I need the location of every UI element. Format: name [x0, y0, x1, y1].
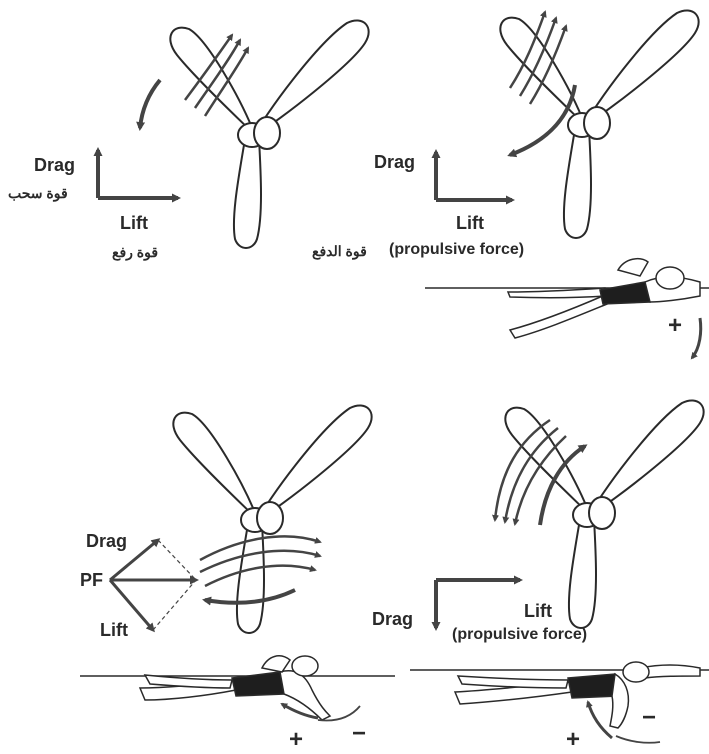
plus-sign: +: [668, 314, 682, 338]
drag-arabic-label: قوة سحب: [8, 186, 68, 200]
swimmer-bottom-right: [410, 662, 709, 743]
swimmer-bottom-left: [80, 656, 395, 721]
swimmer-head: [656, 267, 684, 289]
propeller-blade-bottom-right: [505, 400, 703, 628]
top-right-panel: [425, 10, 709, 358]
swimmer-head: [623, 662, 649, 682]
drag-label: Drag: [86, 532, 127, 550]
swimmer-top-right: [425, 259, 709, 358]
bottom-left-panel: [80, 405, 395, 720]
propeller-blade-top-left: [170, 20, 368, 248]
swimsuit: [600, 282, 650, 304]
lift-label: Lift: [100, 621, 128, 639]
minus-sign: −: [352, 722, 366, 746]
propulsive-force-label: (propulsive force): [389, 242, 524, 258]
bottom-right-panel: [410, 400, 709, 742]
drag-label: Drag: [374, 153, 415, 171]
lift-label: Lift: [456, 214, 484, 232]
curved-arrow-down-icon: [140, 80, 160, 128]
hand-path-arrow-icon: [588, 702, 612, 738]
dashed-guide: [158, 540, 196, 580]
lift-arabic-label: قوة رفع: [112, 245, 158, 259]
propeller-blade-top-right: [500, 10, 698, 238]
pf-label: PF: [80, 571, 103, 589]
lift-label: Lift: [120, 214, 148, 232]
plus-sign: +: [566, 728, 580, 752]
plus-sign: +: [289, 728, 303, 752]
drag-label: Drag: [34, 156, 75, 174]
swimmer-head: [292, 656, 318, 676]
dashed-guide: [153, 580, 196, 630]
minus-sign: −: [642, 706, 656, 730]
drag-label: Drag: [372, 610, 413, 628]
hand-path-arrow-icon: [692, 318, 701, 358]
propulsive-force-arabic-label: قوة الدفع: [312, 244, 367, 258]
swimsuit: [568, 674, 618, 698]
lift-label: Lift: [524, 602, 552, 620]
propulsive-force-label: (propulsive force): [452, 627, 587, 643]
